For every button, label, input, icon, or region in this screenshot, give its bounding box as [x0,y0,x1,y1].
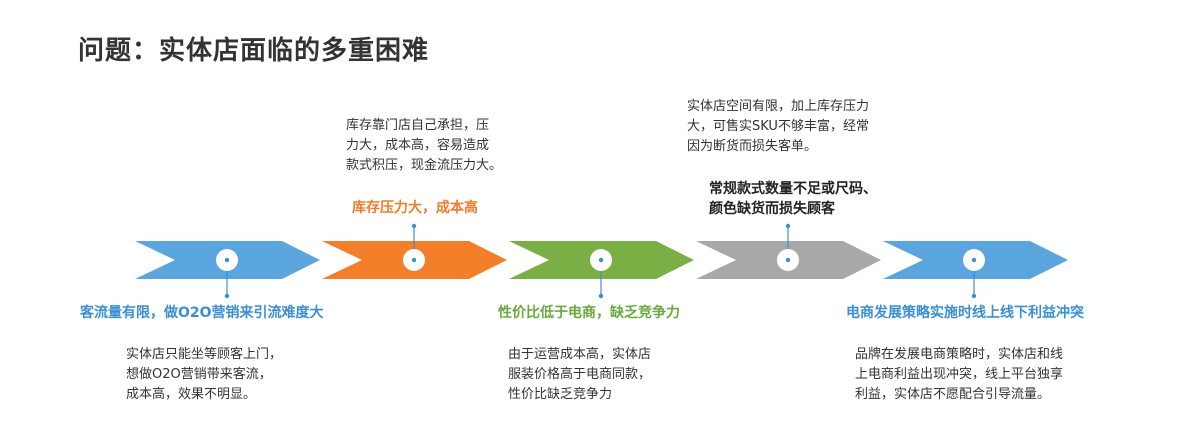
connector-dot-3-end [598,293,604,299]
step-1-description: 实体店只能坐等顾客上门， 想做O2O营销带来客流， 成本高，效果不明显。 [126,347,283,402]
node-dot-4 [785,257,791,263]
page-title: 问题：实体店面临的多重困难 [78,36,430,66]
node-dot-3 [598,257,604,263]
connector-dot-5-end [971,293,977,299]
node-dot-5 [971,257,977,263]
connector-dot-2-end [411,223,417,229]
step-3-description: 由于运营成本高，实体店 服装价格高于电商同款， 性价比缺乏竞争力 [508,347,652,402]
step-1-label: 客流量有限，做O2O营销来引流难度大 [80,305,324,321]
step-3-label: 性价比低于电商，缺乏竞争力 [498,305,680,321]
step-5-description: 品牌在发展电商策略时，实体店和线 上电商利益出现冲突，线上平台独享 利益，实体店… [855,347,1064,402]
connector-dot-1-end [224,293,230,299]
step-2-label: 库存压力大，成本高 [352,200,478,216]
step-5-label: 电商发展策略实施时线上线下利益冲突 [846,305,1084,321]
step-4-label: 常规款式数量不足或尺码、 颜色缺货而损失顾客 [709,181,877,217]
step-2-description: 库存靠门店自己承担，压 力大，成本高，容易造成 款式积压，现金流压力大。 [346,118,503,173]
node-dot-2 [411,257,417,263]
step-4-description: 实体店空间有限，加上库存压力 大，可售实SKU不够丰富，经常 因为断货而损失客单… [687,99,870,154]
connector-dot-4-end [785,223,791,229]
node-dot-1 [224,257,230,263]
